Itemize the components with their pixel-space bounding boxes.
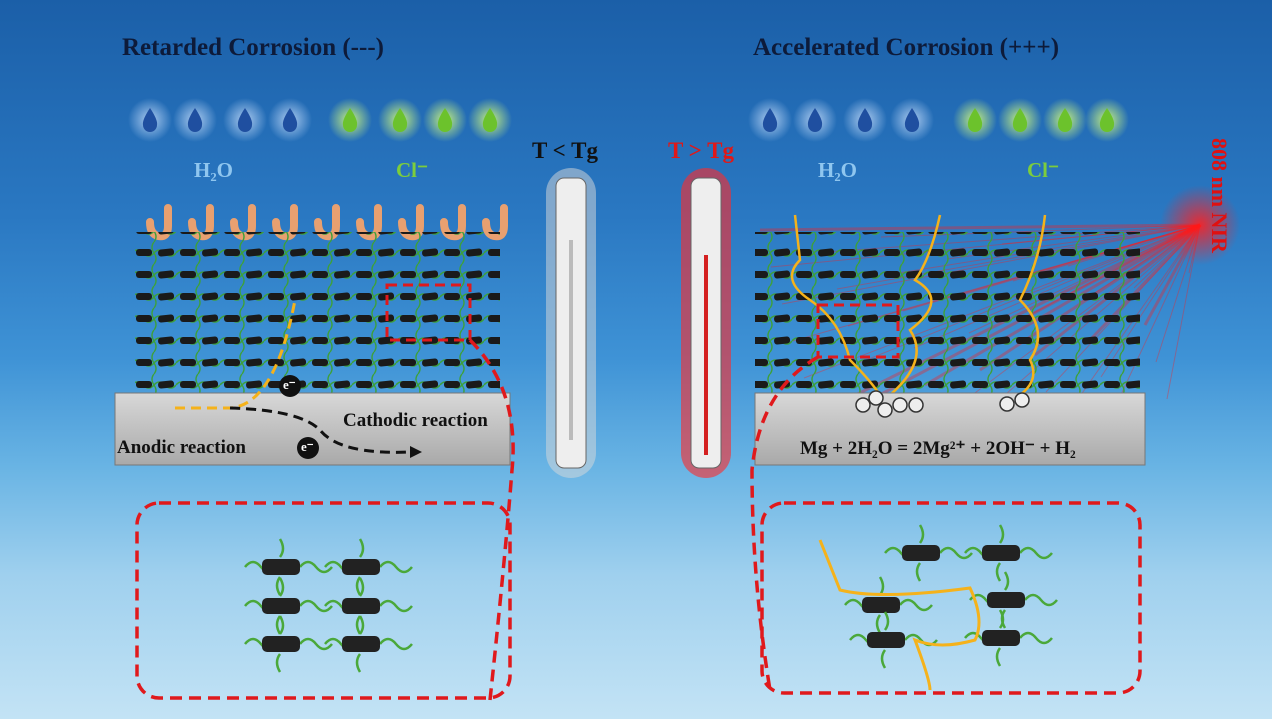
polymer-chain	[964, 609, 1053, 667]
water-penetration-paths	[790, 214, 1047, 396]
polymer-chain	[969, 571, 1058, 629]
chloride-drop-icon	[392, 108, 408, 132]
polymer-segment	[982, 630, 1020, 646]
electron-path-yellow	[175, 299, 297, 410]
electron-icon	[297, 437, 319, 459]
thermometer-column-hot	[704, 255, 708, 455]
corrosion-equation: Mg + 2H₂O = 2Mg²⁺ + 2OH⁻ + H₂	[800, 438, 1076, 459]
polymer-chain	[324, 577, 413, 635]
polymer-segment	[342, 636, 380, 652]
polymer-chain	[244, 577, 333, 635]
polymer-segment	[982, 545, 1020, 561]
polymer-chain	[964, 524, 1053, 582]
mg-substrate-right	[754, 392, 1146, 466]
electron-label: e⁻	[301, 439, 314, 454]
chloride-drop-icon	[967, 108, 983, 132]
polymer-chain	[844, 576, 933, 634]
polymer-segment	[987, 592, 1025, 608]
right-h2o-label: H₂O	[818, 158, 857, 182]
water-drop-icon	[282, 108, 298, 132]
ion-drops	[128, 98, 1129, 142]
polymer-chain	[884, 524, 973, 582]
laser-ray	[1166, 224, 1201, 400]
water-drop-icon	[762, 108, 778, 132]
chloride-drop-icon	[1057, 108, 1073, 132]
laser-label: 808 nm NIR	[1207, 138, 1232, 253]
electron-label: e⁻	[283, 377, 296, 392]
polymer-chain	[849, 611, 938, 669]
arrow-head	[410, 446, 422, 458]
polymer-coating-left	[135, 232, 500, 395]
polymer-chain	[244, 538, 333, 596]
water-drop-icon	[904, 108, 920, 132]
anodic-reaction-label: Anodic reaction	[117, 437, 246, 458]
chloride-drop-icon	[482, 108, 498, 132]
polymer-coating-right	[755, 232, 1140, 395]
polymer-segment	[867, 632, 905, 648]
laser-ray	[1143, 224, 1202, 326]
zoom-box-right	[760, 501, 1142, 695]
right-title: Accelerated Corrosion (+++)	[753, 34, 1060, 61]
electron-icon	[279, 375, 301, 397]
polymer-chain	[244, 615, 333, 673]
laser-ray	[1155, 224, 1201, 363]
zoomed-polymer-right	[844, 524, 1058, 669]
hot-temperature-label: T > Tg	[668, 138, 734, 163]
left-cl-label: Cl⁻	[396, 158, 429, 182]
water-drop-icon	[857, 108, 873, 132]
laser-ray	[1133, 224, 1201, 289]
polymer-chain	[324, 615, 413, 673]
thermometer-column-cold	[569, 240, 573, 440]
polymer-segment	[862, 597, 900, 613]
polymer-segment	[262, 636, 300, 652]
laser-ray	[1188, 224, 1201, 274]
chloride-drop-icon	[1099, 108, 1115, 132]
polymer-chain	[324, 538, 413, 596]
zoom-box-left	[135, 501, 512, 700]
polymer-segment	[262, 598, 300, 614]
laser-ray	[759, 223, 1201, 232]
cold-temperature-label: T < Tg	[532, 138, 598, 163]
hydrogen-bubbles	[855, 390, 1030, 418]
polymer-segment	[342, 598, 380, 614]
water-drop-icon	[187, 108, 203, 132]
zoom-connector-left	[468, 338, 515, 701]
zoomed-polymer-left	[244, 538, 413, 673]
laser-source-glow	[1160, 185, 1240, 265]
water-drop-icon	[807, 108, 823, 132]
polymer-segment	[262, 559, 300, 575]
water-drop-icon	[237, 108, 253, 132]
chloride-drop-icon	[437, 108, 453, 132]
water-drop-icon	[142, 108, 158, 132]
polymer-segment	[342, 559, 380, 575]
polymer-segment	[902, 545, 940, 561]
left-title: Retarded Corrosion (---)	[122, 34, 384, 61]
zoomed-water-paths	[818, 539, 981, 691]
zoom-region-left	[385, 283, 472, 342]
cathodic-reaction-label: Cathodic reaction	[343, 410, 488, 431]
electron-path-black	[229, 406, 411, 454]
right-cl-label: Cl⁻	[1027, 158, 1060, 182]
zoom-region-right	[816, 303, 900, 359]
laser-ray	[1177, 224, 1201, 237]
left-h2o-label: H₂O	[194, 158, 233, 182]
chloride-drop-icon	[1012, 108, 1028, 132]
chloride-drop-icon	[342, 108, 358, 132]
